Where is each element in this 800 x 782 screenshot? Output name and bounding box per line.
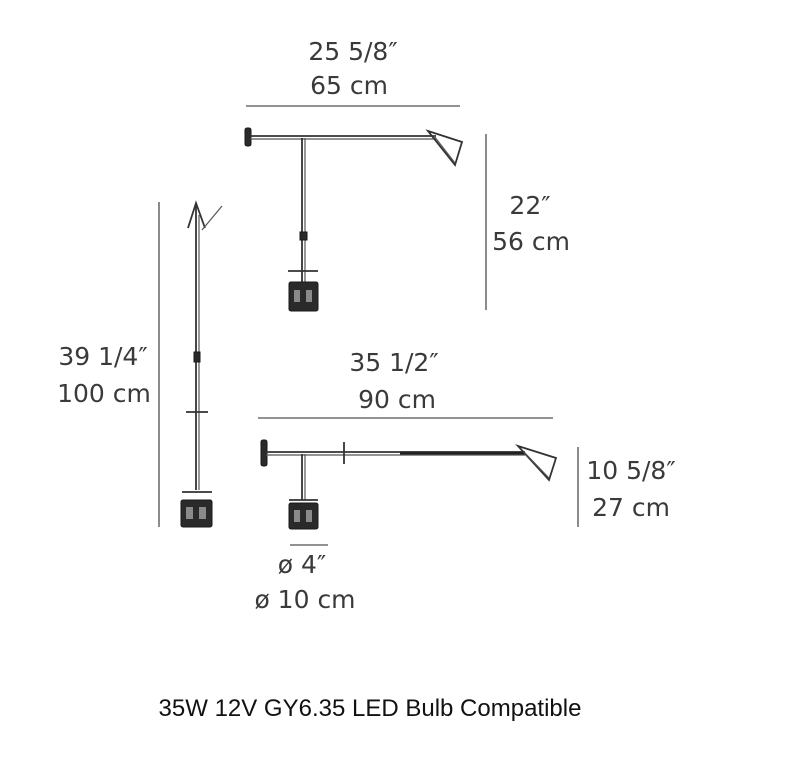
vertical-lamp-head	[187, 200, 206, 229]
base-diameter-cm: ø 10 cm	[254, 585, 355, 614]
top-width-inches: 25 5/8″	[308, 37, 397, 66]
vertical-lamp-base	[180, 499, 213, 528]
vertical-height-inches: 39 1/4″	[58, 342, 147, 371]
top-height-cm: 56 cm	[492, 227, 570, 256]
top-height-inches: 22″	[509, 191, 550, 220]
top-width-cm: 65 cm	[310, 71, 388, 100]
lamp-extended-view	[258, 417, 579, 546]
top-lamp-counterweight	[244, 127, 252, 147]
top-lamp-head	[425, 129, 464, 167]
vertical-height-cm: 100 cm	[57, 379, 151, 408]
top-lamp-base	[288, 281, 319, 312]
base-diameter-inches: ø 4″	[278, 550, 327, 579]
lamp-top-view	[244, 105, 487, 312]
extended-lamp-base	[288, 502, 319, 530]
bulb-compatibility-caption: 35W 12V GY6.35 LED Bulb Compatible	[159, 695, 582, 722]
extended-width-cm: 90 cm	[358, 385, 436, 414]
lamp-vertical-view	[158, 200, 223, 528]
extended-width-inches: 35 1/2″	[349, 348, 438, 377]
extended-lamp-counterweight	[260, 439, 268, 467]
extended-height-inches: 10 5/8″	[586, 456, 675, 485]
extended-lamp-head	[515, 444, 558, 482]
extended-height-cm: 27 cm	[592, 493, 670, 522]
